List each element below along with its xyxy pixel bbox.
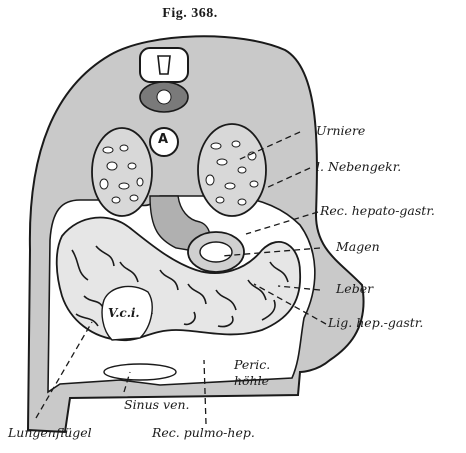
label-sinus-ven: Sinus ven.	[124, 398, 190, 412]
label-peric-hoehle-2: höhle	[234, 374, 269, 388]
label-urniere: Urniere	[316, 124, 365, 138]
label-magen: Magen	[336, 240, 380, 254]
label-rec-pulmo-hep: Rec. pulmo-hep.	[152, 426, 255, 440]
vena-cava-label: V.c.i.	[108, 306, 140, 320]
label-lig-hep-gastr: Lig. hep.-gastr.	[328, 316, 423, 330]
label-lungenfluegel: Lungenflügel	[8, 426, 92, 440]
label-rec-hepato-gastr: Rec. hepato-gastr.	[320, 204, 435, 218]
spinal-cord	[140, 48, 188, 82]
aorta-label: A	[158, 133, 168, 147]
label-peric-hoehle-1: Peric.	[234, 358, 270, 372]
mesonephros-right	[198, 124, 266, 216]
stomach-lumen	[200, 242, 232, 262]
mesonephros-left	[92, 128, 152, 216]
sinus-venosus	[104, 364, 176, 380]
label-leber: Leber	[336, 282, 373, 296]
label-nebengekr: l. Nebengekr.	[316, 160, 401, 174]
vertebral-pattern	[157, 90, 171, 104]
